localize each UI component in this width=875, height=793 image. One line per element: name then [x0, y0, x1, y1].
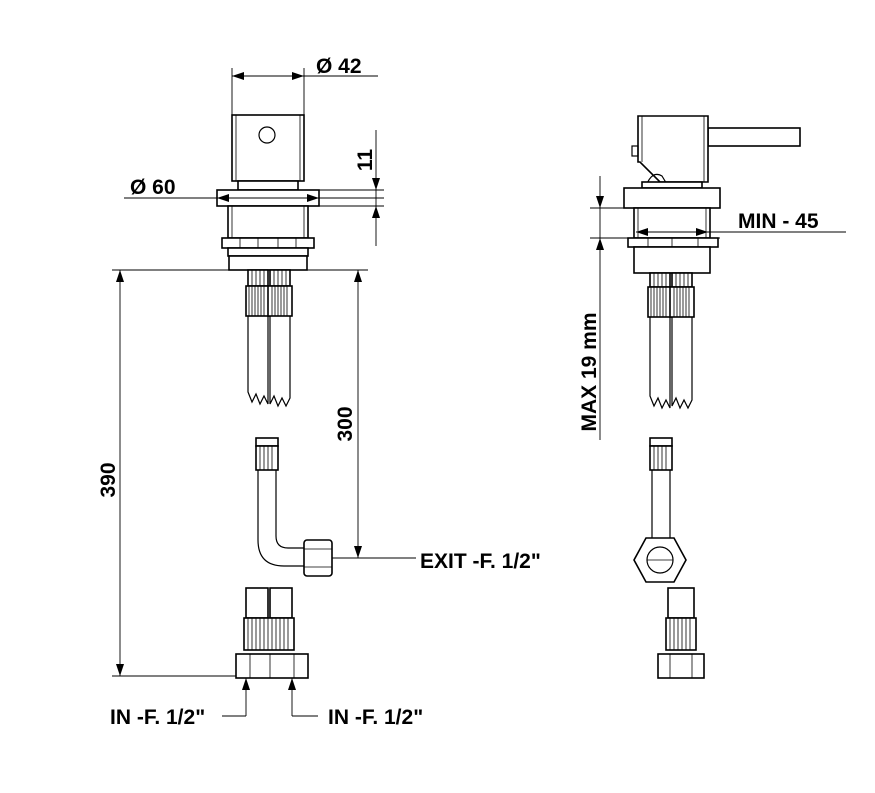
side-flange	[623, 187, 721, 209]
side-nut	[627, 237, 719, 248]
front-inlet-thread	[243, 617, 295, 651]
side-inlet-nut	[657, 653, 705, 679]
label-in-right: IN -F. 1/2"	[328, 706, 423, 729]
front-handle-hole	[258, 126, 276, 144]
front-dimensions	[112, 68, 416, 717]
label-h-11: 11	[354, 149, 377, 172]
side-handle-body	[637, 115, 709, 183]
side-lever	[707, 127, 801, 147]
label-h-300: 300	[334, 406, 357, 441]
front-inlet-nut	[235, 653, 309, 679]
side-view	[623, 115, 801, 679]
front-handle-body	[231, 114, 305, 182]
label-dia-60: Ø 60	[130, 176, 176, 199]
side-dimensions	[590, 176, 846, 440]
label-exit: EXIT -F. 1/2"	[420, 550, 541, 573]
label-in-left: IN -F. 1/2"	[110, 706, 205, 729]
front-nut	[221, 237, 315, 249]
label-max-19: MAX 19 mm	[578, 312, 601, 431]
label-min-45: MIN - 45	[738, 210, 819, 233]
label-h-390: 390	[97, 462, 120, 497]
front-view	[216, 114, 333, 679]
front-exit-fitting	[303, 539, 333, 577]
label-dia-42: Ø 42	[316, 55, 362, 78]
